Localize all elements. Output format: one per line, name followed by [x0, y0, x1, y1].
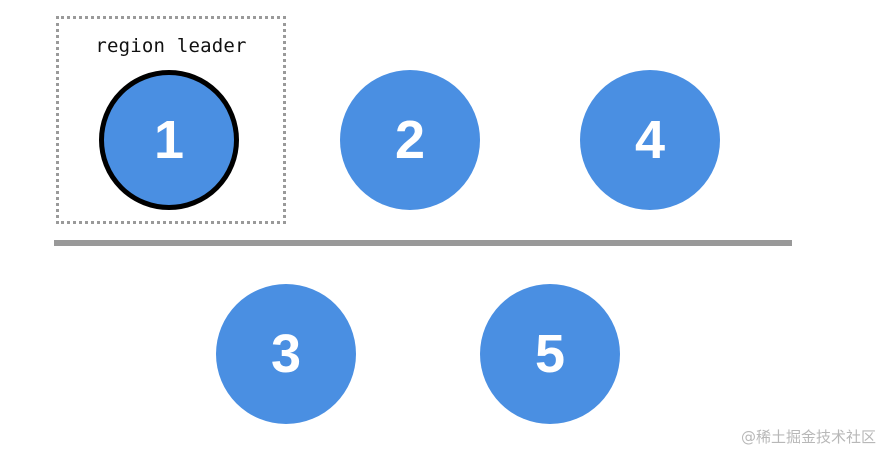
node-2: 2: [340, 70, 480, 210]
node-4: 4: [580, 70, 720, 210]
node-1-label: 1: [153, 110, 185, 170]
node-5-label: 5: [534, 324, 566, 384]
divider-line: [54, 240, 792, 246]
node-2-label: 2: [394, 110, 426, 170]
region-leader-label: region leader: [95, 35, 247, 57]
watermark: @稀土掘金技术社区: [740, 428, 876, 446]
node-4-label: 4: [634, 110, 666, 170]
region-leader-box: region leader: [56, 16, 286, 224]
node-3: 3: [216, 284, 356, 424]
node-5: 5: [480, 284, 620, 424]
node-3-label: 3: [270, 324, 302, 384]
node-1: 1: [99, 70, 239, 210]
